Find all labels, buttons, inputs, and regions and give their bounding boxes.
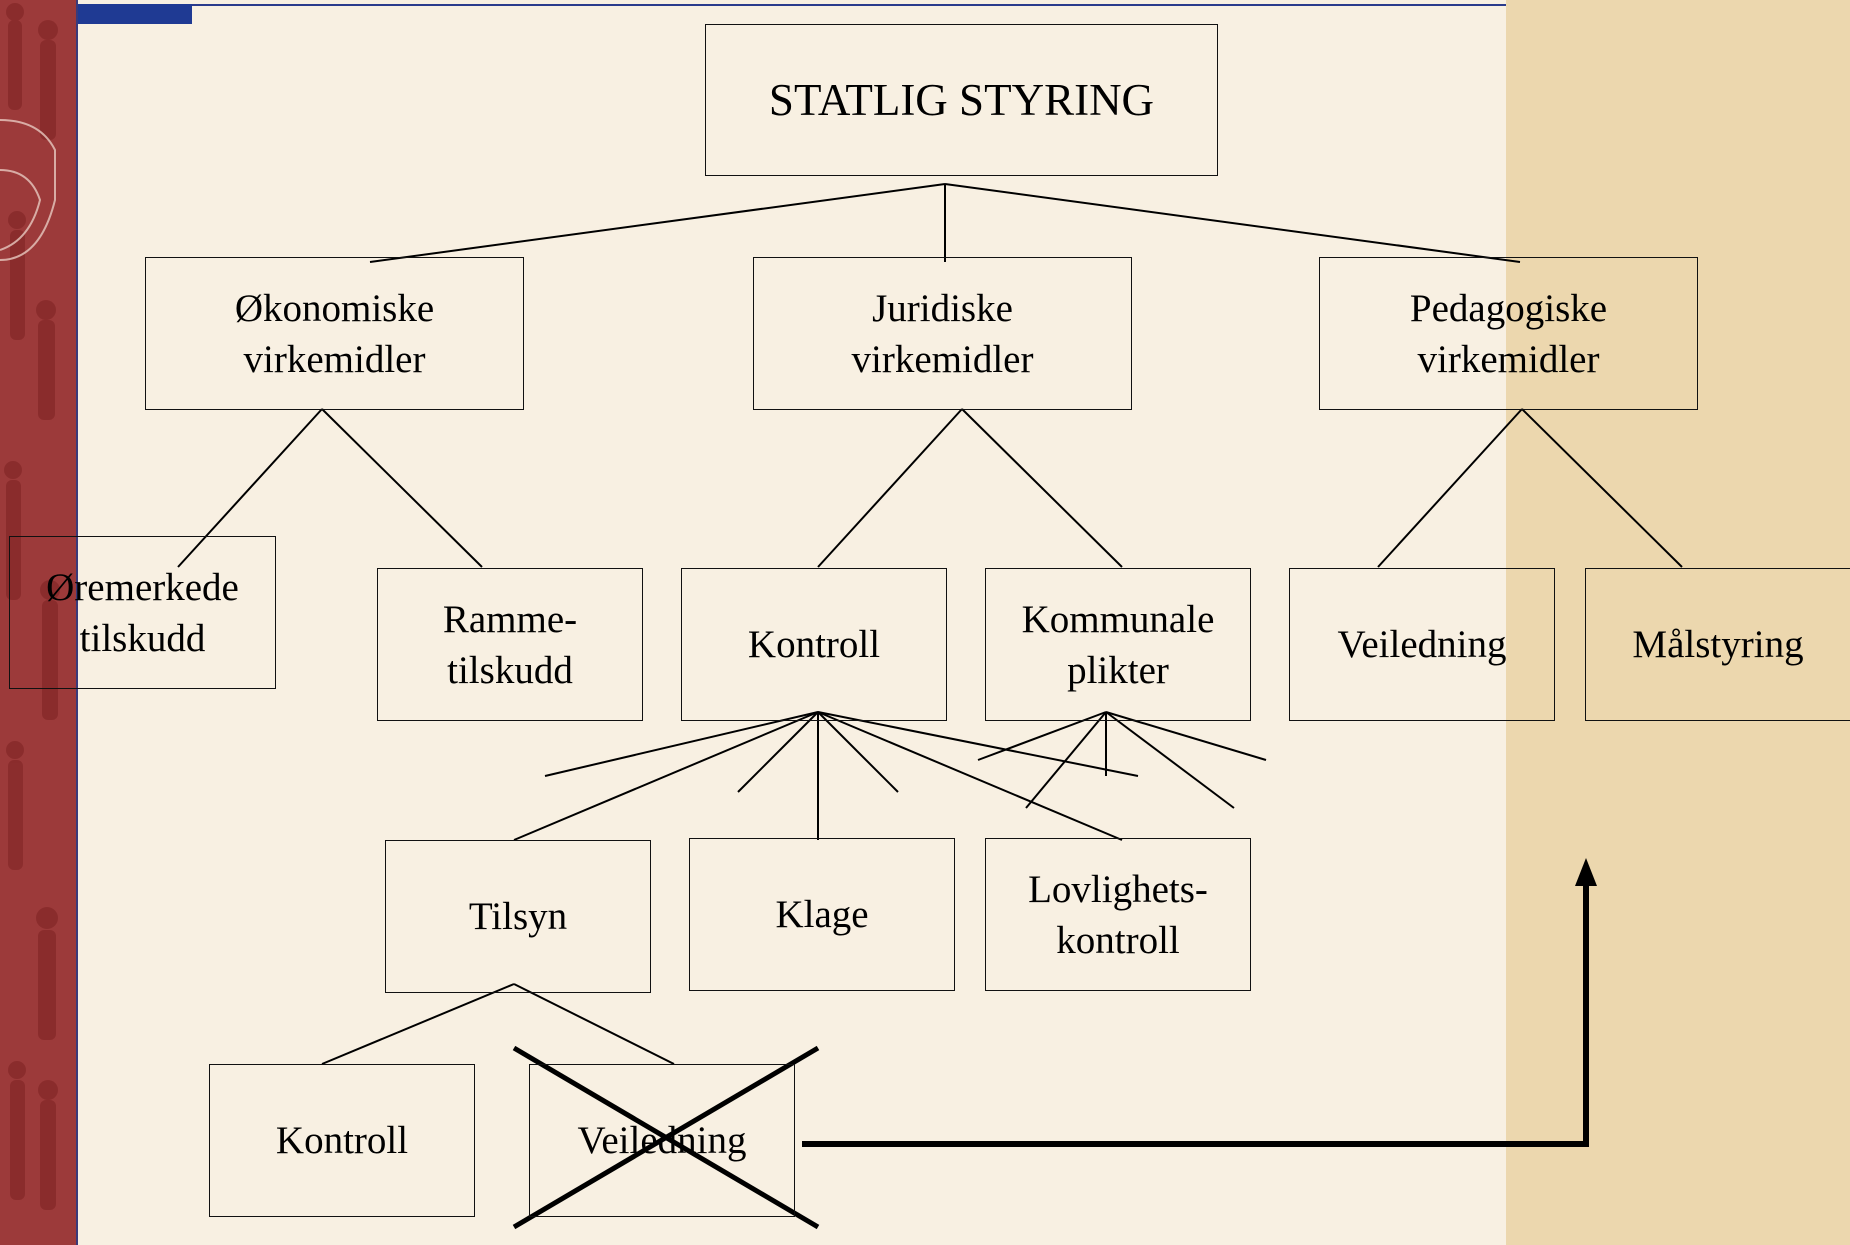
right-accent-band xyxy=(1506,0,1850,1245)
node-lovlighetskontroll: Lovlighets-kontroll xyxy=(985,838,1251,991)
node-label-line2: tilskudd xyxy=(79,616,206,660)
node-pedagogiske-virkemidler: Pedagogiske virkemidler xyxy=(1319,257,1698,410)
node-label: Kontroll xyxy=(747,623,881,666)
node-klage: Klage xyxy=(689,838,955,991)
node-label-line2: virkemidler xyxy=(851,337,1034,381)
node-okonomiske-virkemidler: Økonomiske virkemidler xyxy=(145,257,524,410)
node-label: Tilsyn xyxy=(468,895,568,938)
node-malstyring: Målstyring xyxy=(1585,568,1850,721)
node-label-line2: tilskudd xyxy=(447,648,573,692)
node-label: Kontroll xyxy=(275,1119,409,1162)
node-statlig-styring: STATLIG STYRING xyxy=(705,24,1218,176)
node-label-line1: Ramme- xyxy=(442,597,578,641)
node-kommunale-plikter: Kommunale plikter xyxy=(985,568,1251,721)
node-veiledning: Veiledning xyxy=(1289,568,1555,721)
node-label-line1: Kommunale xyxy=(1021,597,1215,641)
node-tilsyn-veiledning-crossed: Veiledning xyxy=(529,1064,795,1217)
node-label-line2: kontroll xyxy=(1056,918,1180,962)
node-juridiske-virkemidler: Juridiske virkemidler xyxy=(753,257,1132,410)
node-label-line1: Pedagogiske xyxy=(1409,286,1608,330)
node-tilsyn-kontroll: Kontroll xyxy=(209,1064,475,1217)
node-label: Klage xyxy=(775,893,869,936)
node-label-line1: Øremerkede xyxy=(46,565,239,609)
node-label: Veiledning xyxy=(1337,623,1507,666)
node-label: Veiledning xyxy=(577,1119,747,1162)
node-label-line2: plikter xyxy=(1067,648,1169,692)
node-label: STATLIG STYRING xyxy=(768,74,1155,125)
node-label-line1: Juridiske xyxy=(872,286,1013,330)
node-tilsyn: Tilsyn xyxy=(385,840,651,993)
node-rammetilskudd: Ramme-tilskudd xyxy=(377,568,643,721)
cross-out-mark xyxy=(512,1045,820,1230)
arrow-to-malstyring xyxy=(802,858,1597,1147)
node-oremerkede-tilskudd: Øremerkede tilskudd xyxy=(9,536,276,689)
node-label-line1: Økonomiske xyxy=(234,286,435,330)
node-kontroll: Kontroll xyxy=(681,568,947,721)
node-label-line2: virkemidler xyxy=(1417,337,1600,381)
top-accent-block xyxy=(78,4,192,24)
people-pattern xyxy=(0,3,60,1210)
decorative-sidebar xyxy=(0,0,78,1245)
node-label: Målstyring xyxy=(1632,623,1804,666)
top-rule xyxy=(78,4,1850,6)
node-label-line2: virkemidler xyxy=(243,337,426,381)
node-label-line1: Lovlighets- xyxy=(1028,867,1208,911)
